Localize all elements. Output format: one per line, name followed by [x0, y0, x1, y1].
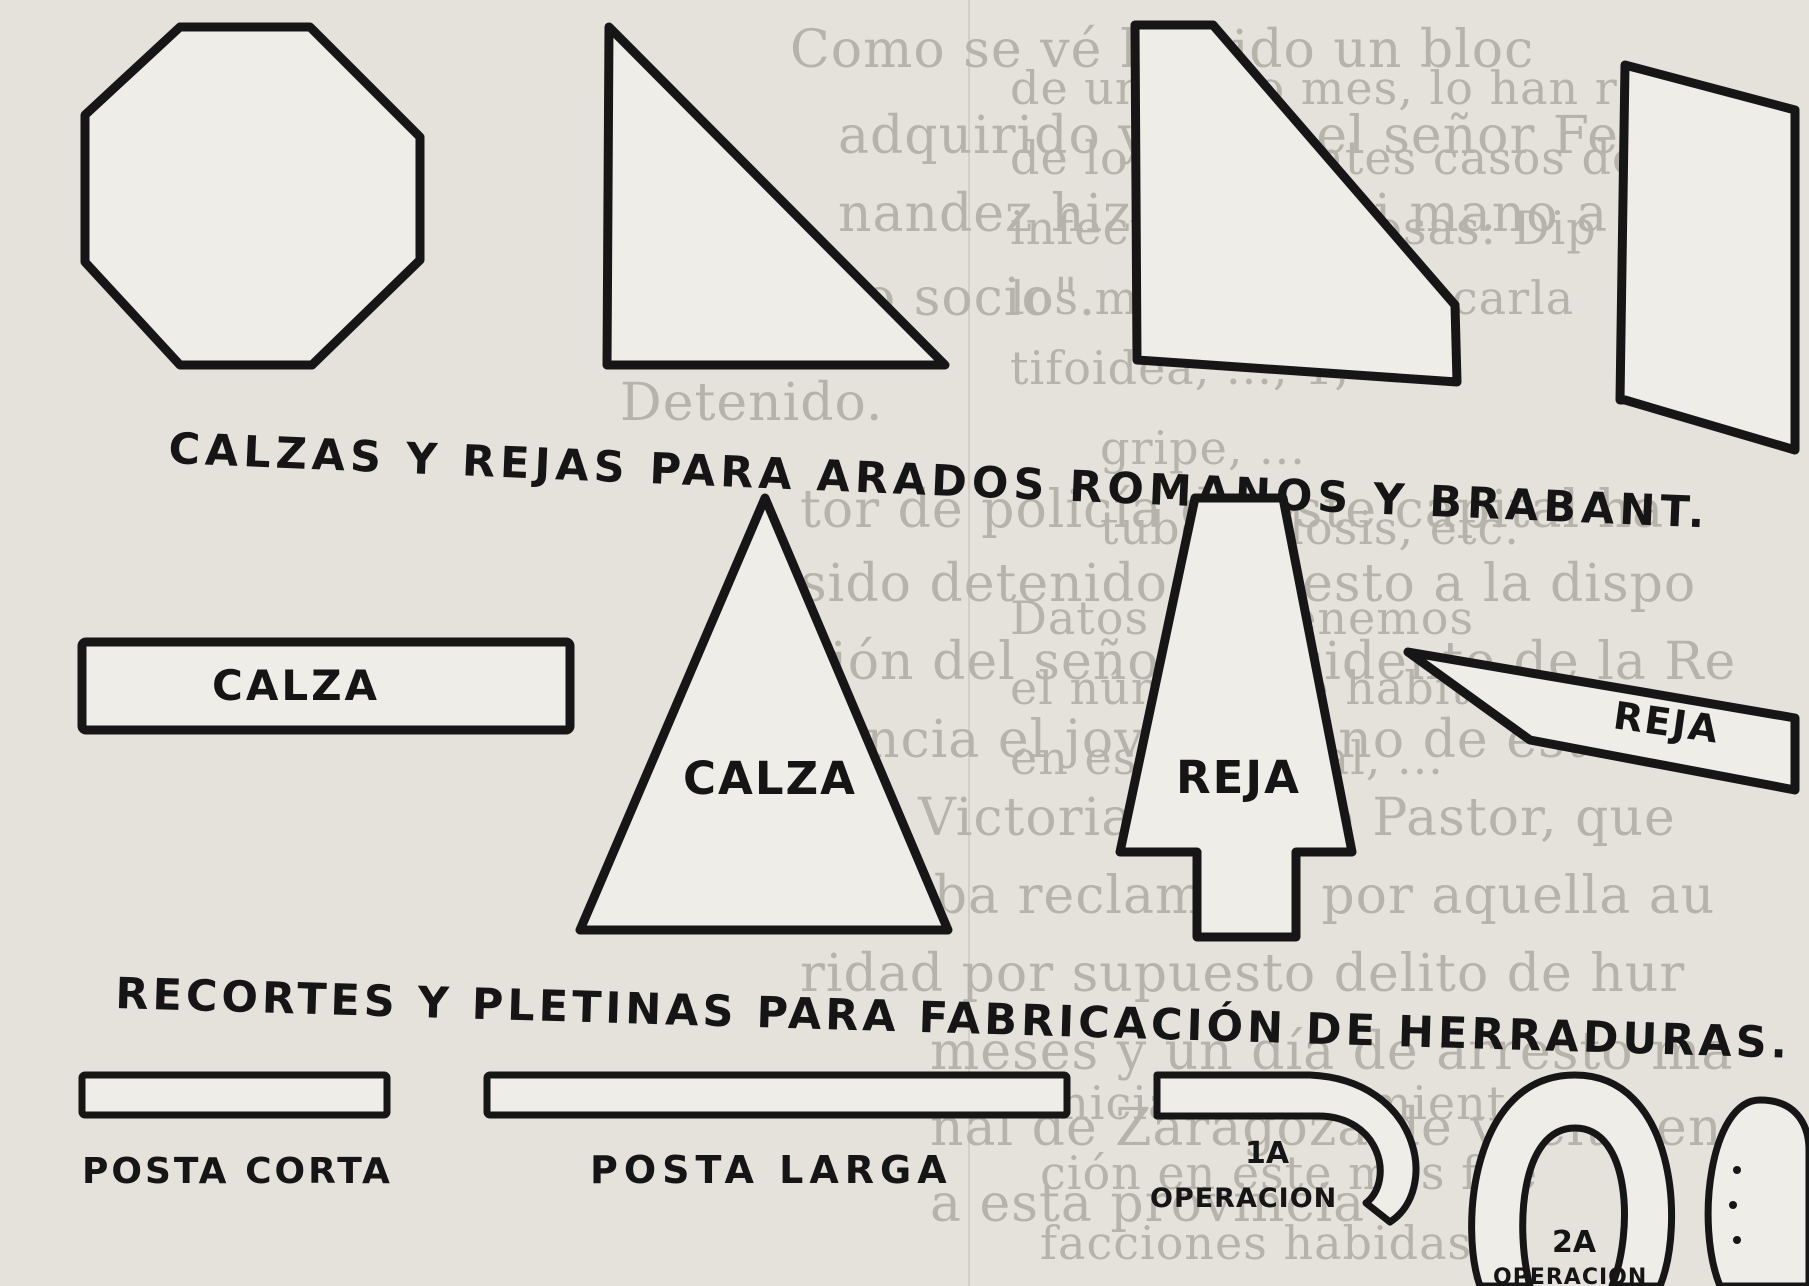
calza-triangle-label: CALZA — [683, 752, 857, 805]
ghost-line: facciones habidas — [1040, 1216, 1473, 1270]
calza-bar-label: CALZA — [212, 661, 380, 710]
ghost-line: Detenido. — [620, 373, 884, 433]
nail-hole-icon — [1733, 1166, 1741, 1174]
clipped-trapezoid-shape — [1130, 20, 1462, 387]
posta-corta-shape — [78, 1071, 391, 1119]
posta-corta-label: POSTA CORTA — [82, 1151, 393, 1192]
posta-larga-shape — [483, 1071, 1071, 1119]
first-operation-number: 1A — [1245, 1136, 1290, 1171]
reja-slant-shape — [1403, 647, 1800, 795]
right-triangle-shape — [602, 22, 950, 370]
ghost-line: de los siguientes casos de en — [1010, 131, 1715, 185]
ghost-line: ción en este mes fué — [1040, 1146, 1538, 1200]
calza-triangle-shape — [575, 493, 953, 935]
column-divider — [968, 0, 970, 1286]
caption-bottom: RECORTES Y PLETINAS PARA FABRICACIÓN DE … — [115, 968, 1792, 1069]
first-operation-label: OPERACION — [1150, 1183, 1337, 1214]
first-operation-shape — [1153, 1071, 1420, 1226]
ghost-line: ridad por supuesto delito de hur — [800, 944, 1686, 1004]
ghost-line: meses y un día de arresto ma — [930, 1022, 1734, 1082]
second-operation-horseshoe — [1468, 1071, 1676, 1286]
reja-arrow-label: REJA — [1176, 751, 1301, 804]
third-operation-horseshoe — [1704, 1096, 1809, 1286]
ghost-line: gripe, ... — [1100, 421, 1306, 475]
posta-larga-label: POSTA LARGA — [590, 1148, 953, 1192]
reja-arrow-shape — [1115, 493, 1357, 942]
second-operation-label: OPERACION — [1493, 1265, 1647, 1286]
nail-hole-icon — [1733, 1236, 1741, 1244]
ghost-line: de un resto mes, lo han re — [1010, 61, 1647, 115]
octagon-shape — [80, 22, 425, 370]
curved-plate-shape — [1615, 60, 1800, 455]
nail-hole-icon — [1729, 1201, 1737, 1209]
calza-bar-shape — [77, 637, 575, 735]
caption-top: CALZAS Y REJAS PARA ARADOS ROMANOS Y BRA… — [168, 424, 1711, 539]
ghost-line: a esta provincia — [930, 1174, 1366, 1234]
second-operation-number: 2A — [1552, 1225, 1597, 1260]
ghost-line: tuberculosis, etc. — [1100, 501, 1520, 555]
